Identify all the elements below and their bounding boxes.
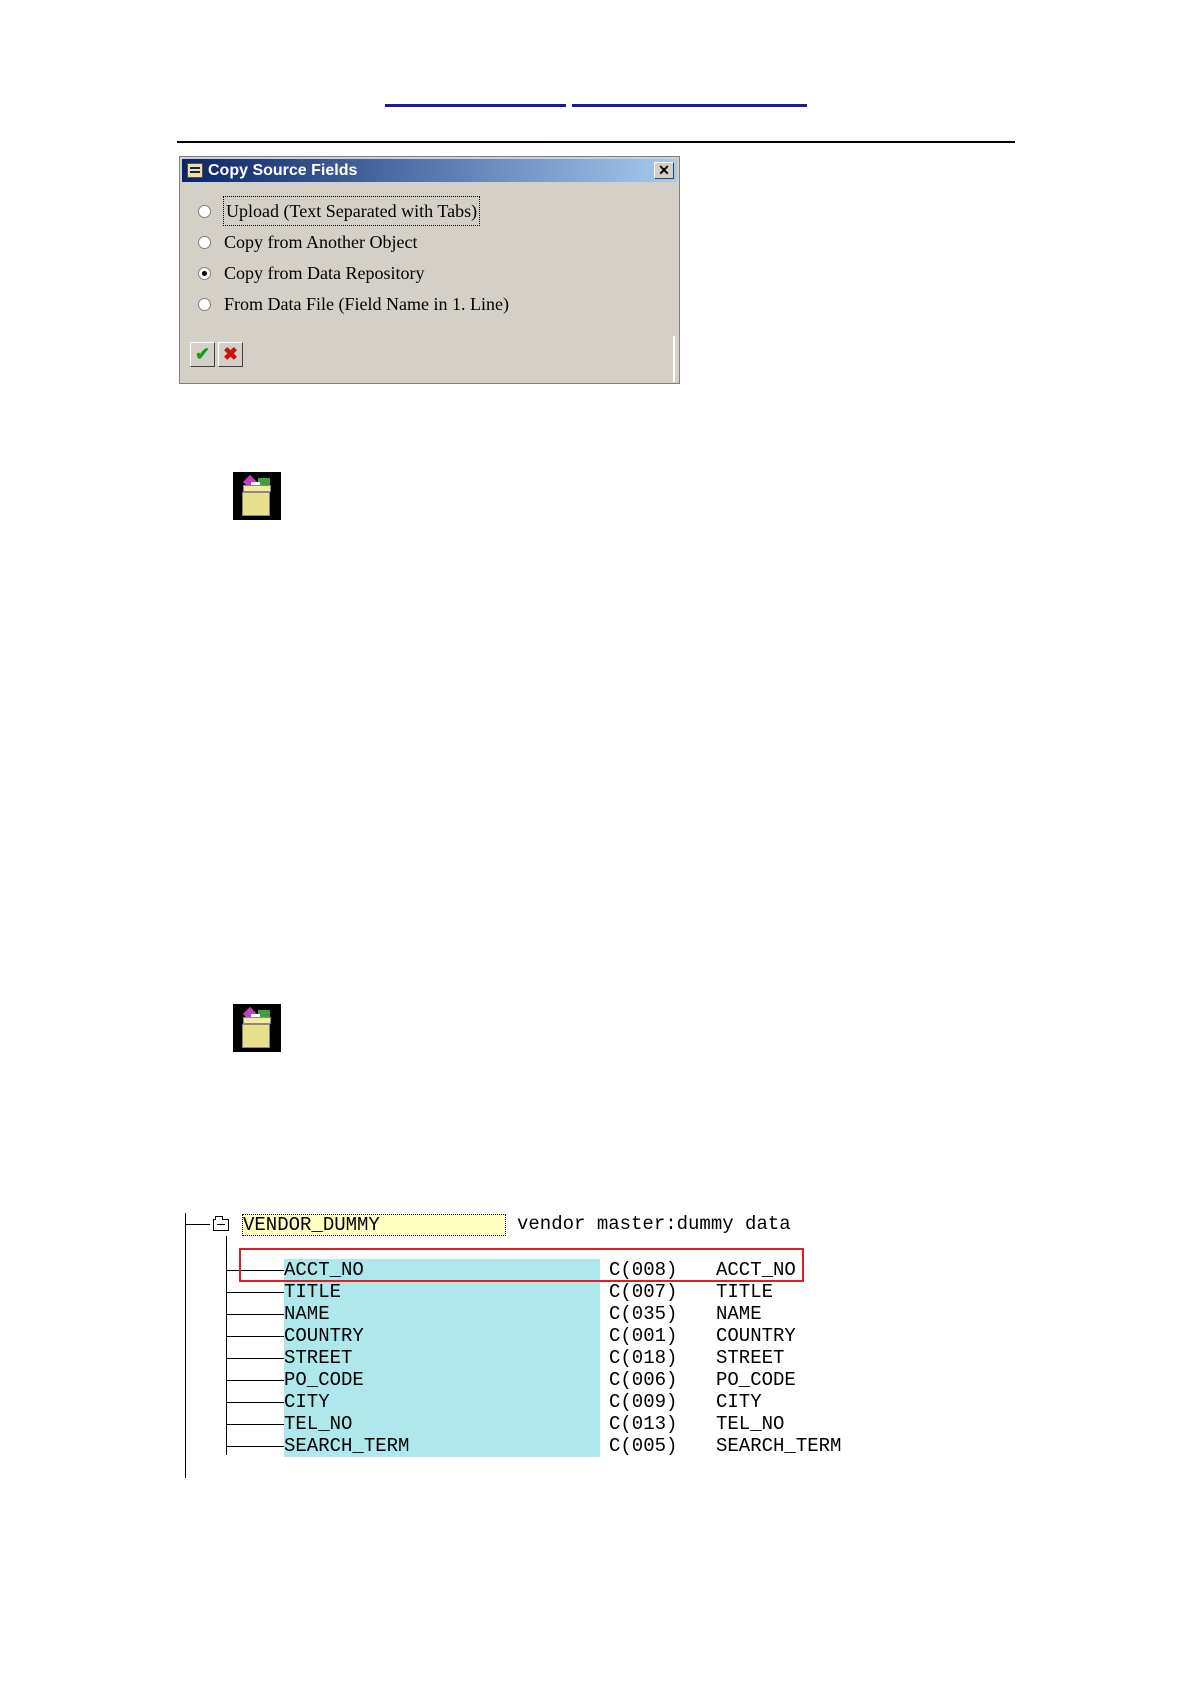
- field-name: COUNTRY: [284, 1325, 600, 1347]
- field-type: C(007): [609, 1281, 678, 1303]
- field-desc: SEARCH_TERM: [716, 1435, 842, 1457]
- tree-branch-line: [226, 1336, 284, 1337]
- option-upload-label: Upload (Text Separated with Tabs): [222, 196, 481, 226]
- option-from-data-file-label: From Data File (Field Name in 1. Line): [224, 294, 509, 314]
- gift-box-body: [242, 1017, 271, 1048]
- field-name: TITLE: [284, 1281, 600, 1303]
- field-type: C(008): [609, 1259, 678, 1281]
- dialog-title: Copy Source Fields: [208, 162, 358, 179]
- copy-source-fields-dialog: Copy Source Fields ✕ Upload (Text Separa…: [179, 156, 680, 384]
- tree-branch-line: [226, 1424, 284, 1425]
- field-type: C(035): [609, 1303, 678, 1325]
- tree-branch-line: [226, 1446, 284, 1447]
- selection-highlight-box: [239, 1248, 804, 1282]
- tree-branch-line: [226, 1402, 284, 1403]
- field-name: STREET: [284, 1347, 600, 1369]
- field-name: SEARCH_TERM: [284, 1435, 600, 1457]
- tree-branch-line: [185, 1224, 210, 1225]
- radio-copy-another-object[interactable]: [198, 236, 211, 249]
- root-structure-name[interactable]: VENDOR_DUMMY: [242, 1214, 506, 1236]
- tree-trunk-line: [185, 1213, 186, 1478]
- field-type: C(006): [609, 1369, 678, 1391]
- field-desc: COUNTRY: [716, 1325, 796, 1347]
- field-desc: TEL_NO: [716, 1413, 785, 1435]
- field-type: C(005): [609, 1435, 678, 1457]
- field-type: C(013): [609, 1413, 678, 1435]
- tree-branch-line: [226, 1358, 284, 1359]
- tree-branch-line: [226, 1270, 284, 1271]
- cancel-button[interactable]: ✖: [218, 342, 243, 367]
- field-type: C(018): [609, 1347, 678, 1369]
- header-link-2[interactable]: [572, 104, 807, 107]
- radio-upload[interactable]: [198, 205, 211, 218]
- dialog-titlebar[interactable]: Copy Source Fields ✕: [182, 159, 677, 182]
- folder-list-icon: [187, 163, 203, 178]
- field-name: NAME: [284, 1303, 600, 1325]
- field-desc: ACCT_NO: [716, 1259, 796, 1281]
- tree-inner-trunk-line: [226, 1236, 227, 1455]
- gift-box-body: [242, 485, 271, 516]
- header-rule: [177, 141, 1015, 143]
- gift-tag-decoration: [258, 1010, 270, 1019]
- close-button[interactable]: ✕: [654, 162, 674, 179]
- field-desc: STREET: [716, 1347, 785, 1369]
- field-name: ACCT_NO: [284, 1259, 600, 1281]
- field-name: TEL_NO: [284, 1413, 600, 1435]
- field-desc: CITY: [716, 1391, 762, 1413]
- field-name: PO_CODE: [284, 1369, 600, 1391]
- gift-box-icon: [233, 1004, 281, 1052]
- tree-branch-line: [226, 1292, 284, 1293]
- field-type: C(009): [609, 1391, 678, 1413]
- option-copy-another-object-label: Copy from Another Object: [224, 232, 418, 252]
- field-desc: PO_CODE: [716, 1369, 796, 1391]
- field-name: CITY: [284, 1391, 600, 1413]
- radio-copy-data-repository[interactable]: [198, 267, 211, 280]
- field-type: C(001): [609, 1325, 678, 1347]
- folder-open-icon[interactable]: [213, 1216, 229, 1231]
- tree-branch-line: [226, 1314, 284, 1315]
- tree-branch-line: [226, 1380, 284, 1381]
- field-desc: NAME: [716, 1303, 762, 1325]
- confirm-button[interactable]: ✔: [190, 342, 215, 367]
- root-structure-desc: vendor master:dummy data: [517, 1213, 791, 1235]
- gift-tag-decoration: [258, 478, 270, 487]
- radio-from-data-file[interactable]: [198, 298, 211, 311]
- header-link-1[interactable]: [385, 104, 566, 107]
- option-copy-data-repository-label: Copy from Data Repository: [224, 263, 425, 283]
- gift-box-icon: [233, 472, 281, 520]
- field-desc: TITLE: [716, 1281, 774, 1303]
